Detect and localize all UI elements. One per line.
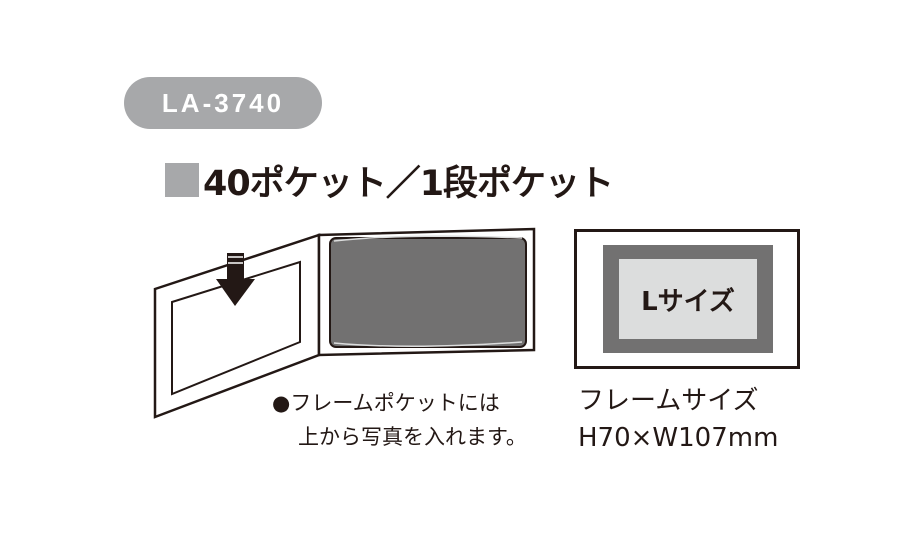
frame-pocket-window (171, 260, 301, 396)
insert-down-arrow-icon (216, 253, 255, 306)
frame-size-label: フレームサイズ (578, 386, 759, 416)
pocket-stack (329, 237, 527, 348)
frame-mat: Lサイズ (603, 245, 773, 353)
frame-size-value: H70×W107mm (578, 423, 779, 453)
heading-square-icon (165, 163, 199, 197)
heading-text: 40ポケット／1段ポケット (203, 163, 614, 204)
model-badge: LA-3740 (124, 77, 322, 129)
bullet-icon: ● (272, 391, 291, 415)
note-line-1: フレームポケットには (290, 391, 500, 415)
usage-note: ●フレームポケットには 上から写真を入れます。 (272, 386, 527, 454)
pocket-stack-top-edge (333, 235, 523, 242)
frame-photo-label: Lサイズ (619, 259, 757, 339)
section-heading: 40ポケット／1段ポケット (165, 158, 614, 204)
album-illustration (153, 227, 536, 419)
pocket-stack-bottom-edge (333, 341, 523, 347)
frame-size-diagram: Lサイズ (574, 229, 800, 369)
note-line-2: 上から写真を入れます。 (298, 425, 527, 449)
frame-size-text: フレームサイズ H70×W107mm (578, 383, 778, 457)
